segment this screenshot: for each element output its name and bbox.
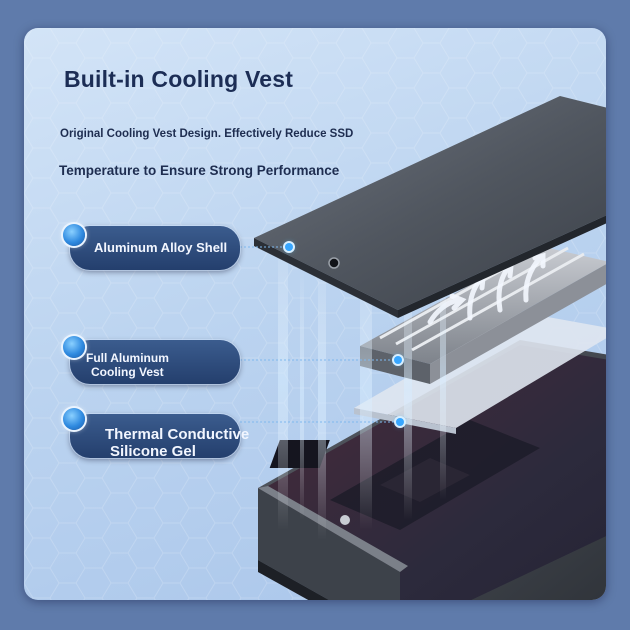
subtitle-line-2: Temperature to Ensure Strong Performance <box>59 163 340 178</box>
enclosure-base <box>258 340 606 600</box>
callout-leader-lines <box>240 246 400 423</box>
callout-cooling-vest: Full Aluminum Cooling Vest <box>70 340 240 384</box>
page-title: Built-in Cooling Vest <box>64 66 294 92</box>
callout-label-line-1: Full Aluminum <box>86 351 169 365</box>
heatsink-anchor-dot <box>394 356 402 364</box>
callout-label-line-1: Thermal Conductive <box>105 426 250 443</box>
aluminum-cooling-vest <box>360 240 606 384</box>
callout-label-line-2: Cooling Vest <box>91 365 164 379</box>
lid-anchor-dot <box>285 243 293 251</box>
aluminum-alloy-lid <box>254 96 606 318</box>
subtitle-line-1: Original Cooling Vest Design. Effectivel… <box>60 128 354 140</box>
bullet-dot-icon <box>63 224 85 246</box>
bullet-dot-icon <box>63 408 85 430</box>
airflow-light-beams <box>278 230 446 540</box>
callout-thermal-gel: Thermal Conductive Silicone Gel <box>70 414 249 460</box>
callout-label-line-2: Silicone Gel <box>110 443 196 460</box>
callout-label: Aluminum Alloy Shell <box>94 240 228 255</box>
bullet-dot-icon <box>63 336 85 358</box>
pad-anchor-dot <box>396 418 404 426</box>
callout-aluminum-shell: Aluminum Alloy Shell <box>70 226 240 270</box>
